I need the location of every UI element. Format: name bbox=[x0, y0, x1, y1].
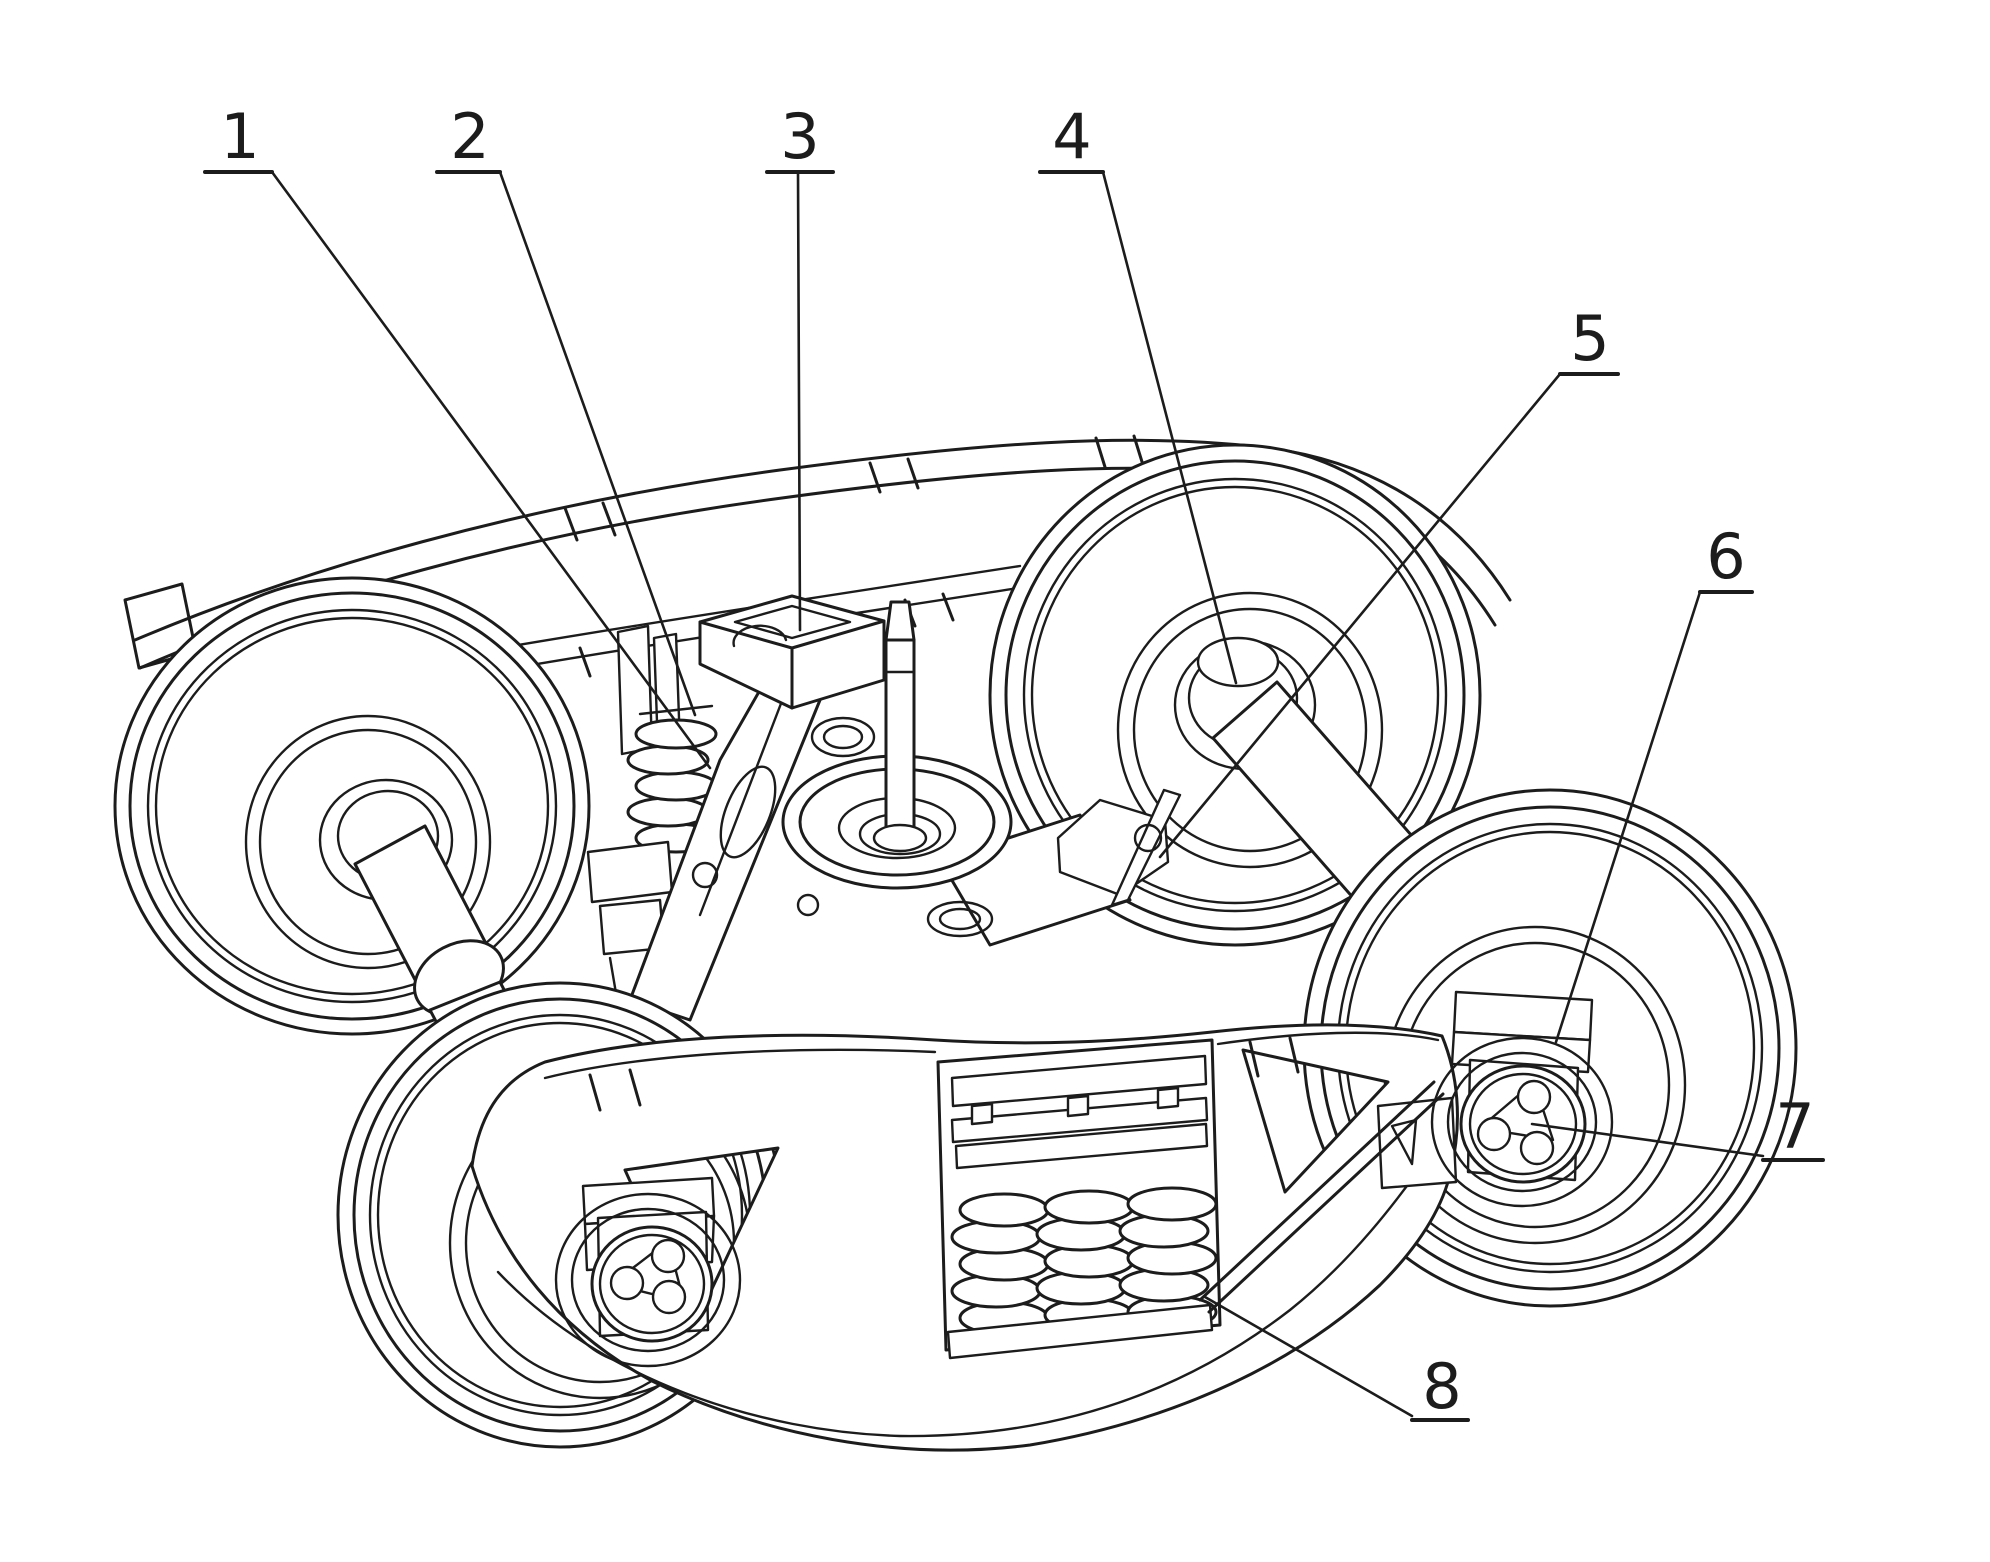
cap-bolt bbox=[651, 1279, 687, 1315]
callout-4-leader bbox=[1101, 170, 1238, 685]
near-frame-inner-bottom-line bbox=[496, 1138, 1442, 1438]
callout-1-leader bbox=[270, 170, 712, 770]
coil-spring-middle bbox=[1035, 1189, 1135, 1333]
wheel-dish bbox=[1116, 591, 1384, 869]
callout-3-leader bbox=[796, 170, 802, 632]
near-frame-inner-top-line-2 bbox=[1216, 1031, 1440, 1046]
callout-5-label: 5 bbox=[1570, 302, 1609, 375]
callout-5: 5 bbox=[1158, 302, 1620, 859]
callout-8-label: 8 bbox=[1422, 1350, 1461, 1423]
pedestal-bracket bbox=[1376, 1096, 1458, 1190]
brake-lever-rods bbox=[1198, 1080, 1445, 1314]
callouts: 1 2 3 4 5 6 7 bbox=[203, 100, 1825, 1423]
far-frame-top-edge bbox=[133, 438, 1512, 642]
near-frame-inner-top-line bbox=[543, 1048, 937, 1080]
spring-plank bbox=[946, 1303, 1214, 1360]
near-frame-rib-ticks bbox=[588, 1036, 1300, 1112]
bolster-end-box bbox=[698, 594, 886, 710]
left-axle-end-assembly bbox=[554, 1176, 742, 1368]
center-spring-group bbox=[946, 1054, 1218, 1360]
cap-bolt bbox=[1519, 1130, 1555, 1166]
cap-bolt bbox=[1476, 1116, 1512, 1152]
callout-4: 4 bbox=[1038, 100, 1238, 685]
coil-spring-left bbox=[950, 1192, 1050, 1336]
callout-3: 3 bbox=[765, 100, 835, 632]
pin-base-boss bbox=[872, 823, 928, 853]
callout-1: 1 bbox=[203, 100, 712, 770]
wheel-far-left bbox=[113, 576, 591, 1036]
callout-1-label: 1 bbox=[220, 100, 259, 173]
callout-2-leader bbox=[498, 170, 697, 717]
callout-6-label: 6 bbox=[1706, 520, 1745, 593]
cap-bolt bbox=[609, 1265, 645, 1301]
spring-cap-lattice bbox=[950, 1054, 1209, 1170]
side-bearing-bracket bbox=[1056, 788, 1182, 907]
bolster-deck-holes bbox=[691, 716, 994, 938]
bearing-ring bbox=[554, 1192, 742, 1368]
callout-8-leader bbox=[1203, 1295, 1414, 1418]
callout-6: 6 bbox=[1554, 520, 1754, 1044]
callout-5-leader bbox=[1158, 372, 1562, 859]
pedestal-block bbox=[586, 840, 674, 904]
pedestal-hole bbox=[1390, 1118, 1418, 1166]
callout-3-label: 3 bbox=[780, 100, 819, 173]
cap-bolt bbox=[650, 1238, 686, 1274]
bearing-ring bbox=[1430, 1036, 1614, 1208]
bolster bbox=[628, 594, 1182, 1022]
bolster-arm-slot bbox=[719, 765, 777, 859]
callout-7-label: 7 bbox=[1775, 1090, 1814, 1163]
callout-4-label: 4 bbox=[1052, 100, 1091, 173]
wheel-dish bbox=[244, 714, 492, 970]
center-pin bbox=[872, 600, 928, 853]
near-side-frame bbox=[470, 1023, 1459, 1452]
near-frame-body bbox=[470, 1023, 1459, 1452]
right-axle-end-assembly bbox=[1376, 990, 1614, 1208]
cap-bolt bbox=[1516, 1079, 1552, 1115]
callout-6-leader bbox=[1554, 590, 1702, 1044]
callout-7-leader bbox=[1530, 1122, 1765, 1158]
box-dome bbox=[732, 624, 788, 648]
axle-end-boss bbox=[1196, 636, 1280, 688]
far-frame-rib-ticks bbox=[563, 434, 1145, 542]
left-spring-and-wedge bbox=[586, 624, 718, 1007]
callout-7: 7 bbox=[1530, 1090, 1825, 1163]
callout-8: 8 bbox=[1203, 1295, 1470, 1423]
callout-2: 2 bbox=[435, 100, 697, 717]
callout-2-label: 2 bbox=[450, 100, 489, 173]
